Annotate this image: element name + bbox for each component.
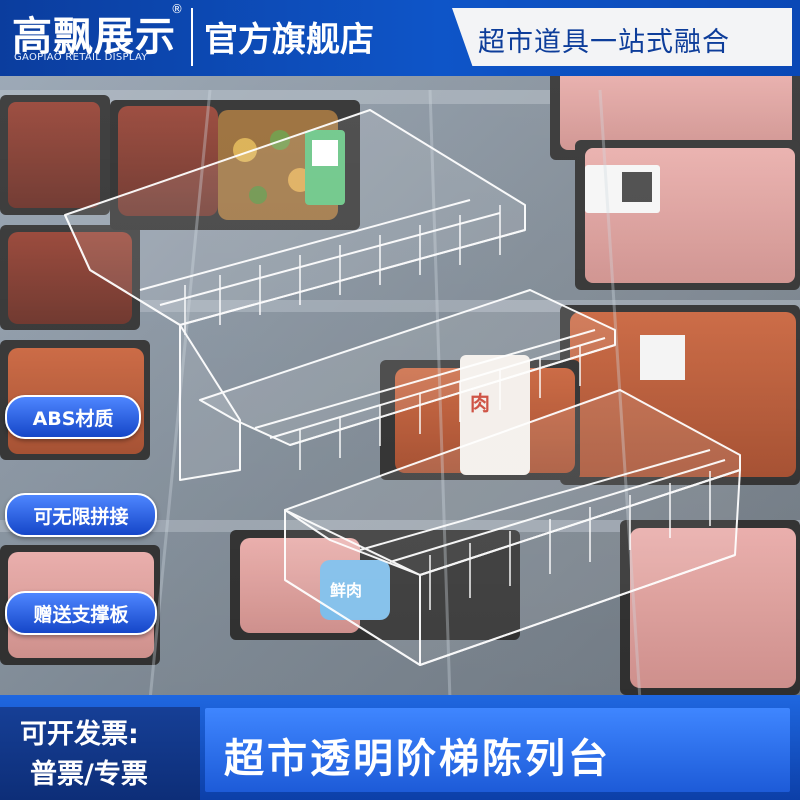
- invoice-line-2: 普票/专票: [30, 759, 148, 790]
- brand-subtitle: GAOPIAO RETAIL DISPLAY: [14, 52, 148, 63]
- registered-mark: ®: [171, 2, 183, 16]
- store-name: 官方旗舰店: [204, 20, 374, 60]
- product-title: 超市透明阶梯陈列台: [224, 736, 611, 782]
- brand-name: 高飘展示: [12, 14, 176, 60]
- transparent-stepped-rack: [64, 109, 741, 666]
- feature-pill-support: 赠送支撑板: [5, 591, 157, 635]
- header-divider: [191, 8, 193, 66]
- product-title-box: [205, 708, 790, 792]
- slogan: 超市道具一站式融合: [478, 27, 730, 58]
- invoice-box: [0, 707, 200, 800]
- slogan-box: [452, 8, 792, 66]
- invoice-line-1: 可开发票:: [20, 719, 139, 750]
- feature-pill-abs: ABS材质: [5, 395, 141, 439]
- feature-pill-splice: 可无限拼接: [5, 493, 157, 537]
